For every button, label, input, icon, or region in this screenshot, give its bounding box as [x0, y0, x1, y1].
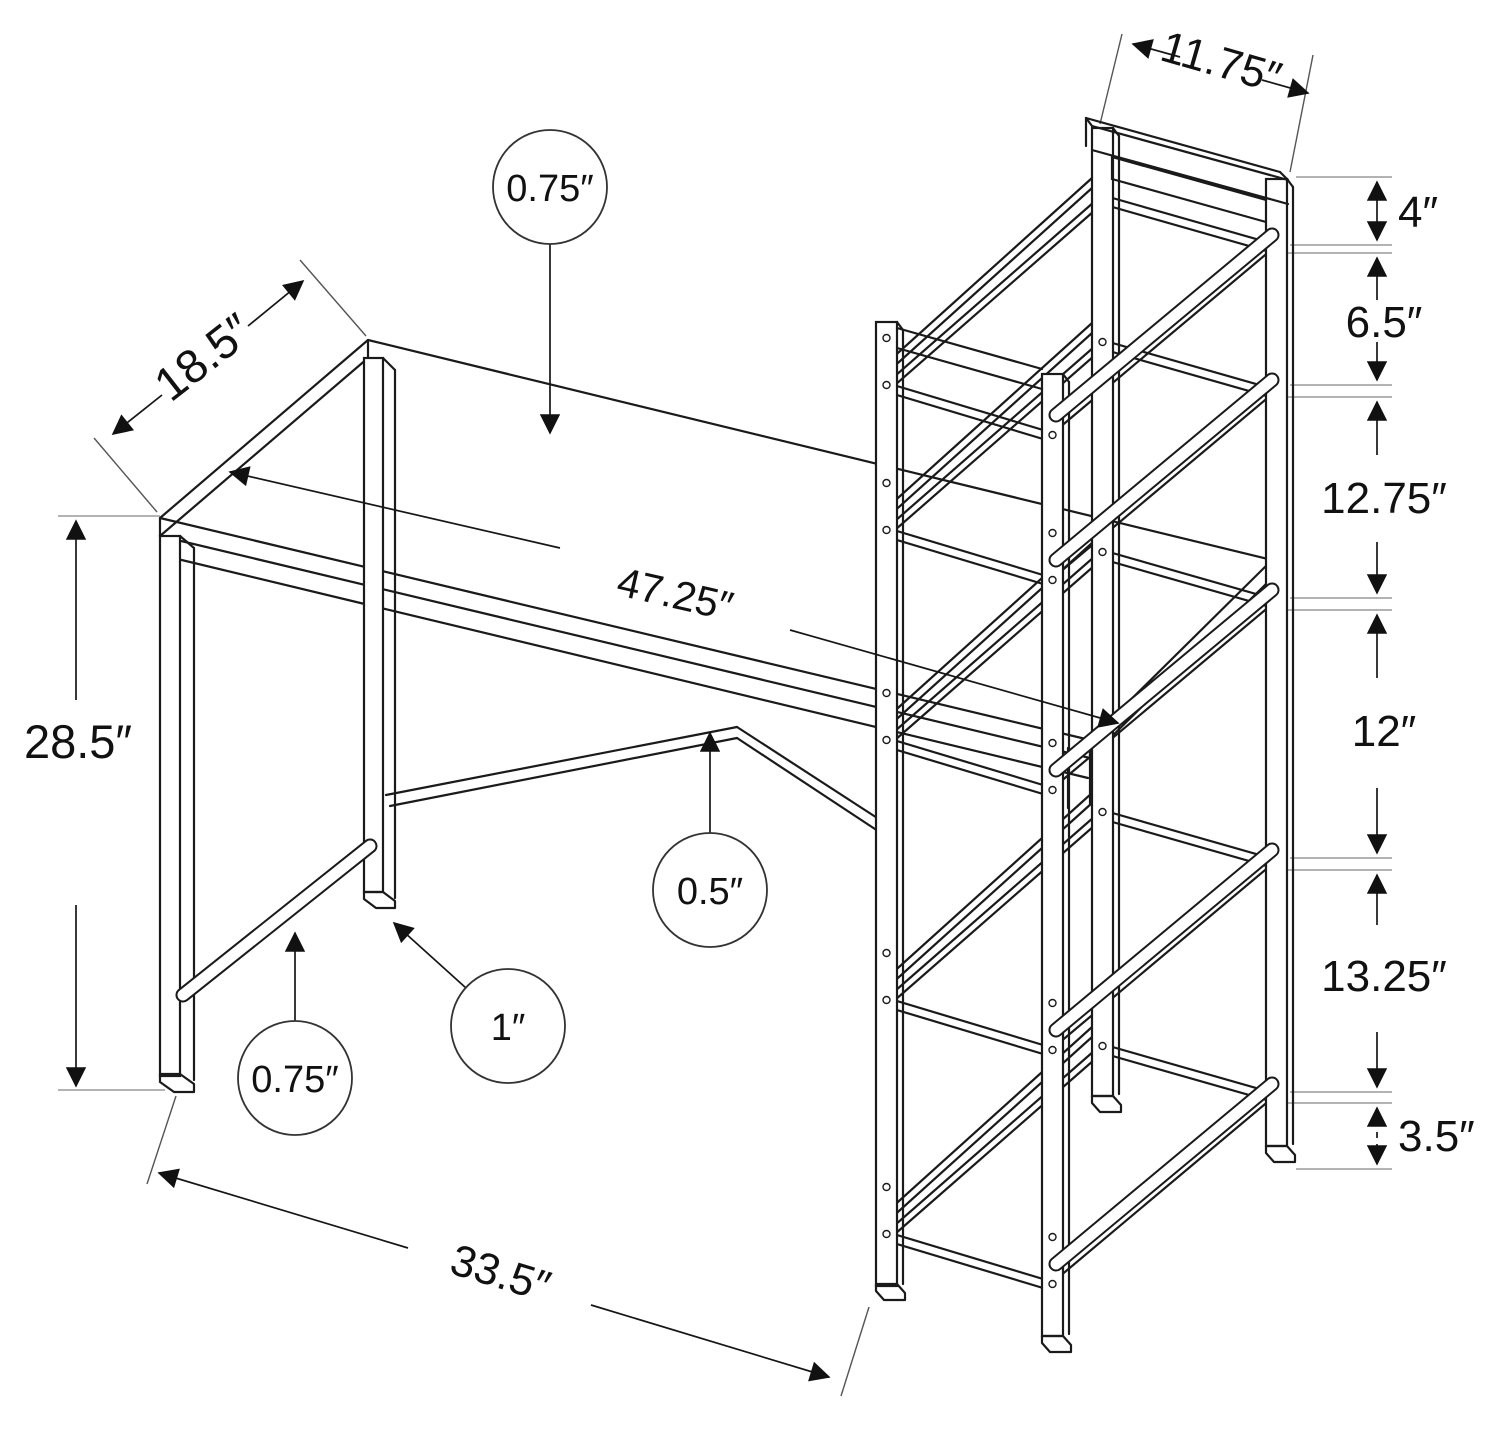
desk-top-bottom-edge — [158, 534, 1092, 760]
label-gap-shelf2: 12.75″ — [1321, 474, 1447, 523]
label-desk-height: 28.5″ — [24, 715, 132, 768]
dim-gap-shelf1: 6.5″ — [1346, 256, 1423, 382]
callout-circle — [652, 832, 768, 948]
label-desk-base-width: 33.5″ — [445, 1235, 556, 1311]
label-leg-thickness: 1″ — [491, 1007, 526, 1049]
dim-shelf-depth: 11.75″ — [1131, 22, 1310, 103]
callout-leg-thickness: 1″ — [392, 921, 566, 1084]
desk-back-leg-foot — [362, 890, 397, 910]
desk — [158, 338, 1274, 1094]
label-desk-width: 47.25″ — [613, 558, 737, 629]
label-gap-shelf4: 13.25″ — [1321, 952, 1447, 1001]
screw-holes — [882, 333, 1107, 1289]
dim-desk-height: 28.5″ — [24, 519, 132, 1088]
shelf-left-rails — [887, 167, 1104, 1222]
desk-front-leg — [158, 534, 182, 1078]
label-gap-shelf3: 12″ — [1352, 707, 1417, 756]
dim-gap-top: 4″ — [1366, 180, 1438, 242]
shelf-side-tubes — [1048, 227, 1280, 1272]
callout-circle — [450, 968, 566, 1084]
dim-gap-bottom: 3.5″ — [1366, 1106, 1475, 1166]
shelf-tower — [874, 116, 1297, 1354]
dim-desk-depth: 18.5″ — [111, 279, 305, 436]
callout-stretcher-thickness: 0.75″ — [237, 931, 353, 1136]
label-gap-shelf1: 6.5″ — [1346, 298, 1423, 347]
shelf-top-gallery — [1084, 116, 1290, 224]
callout-top-thickness: 0.75″ — [492, 129, 608, 435]
post-back-right — [1264, 177, 1289, 1148]
label-gap-top: 4″ — [1398, 188, 1438, 237]
callout-brace-thickness: 0.5″ — [652, 731, 768, 948]
post-back-left — [1090, 126, 1115, 1098]
desk-back-leg — [362, 356, 385, 894]
dim-gap-shelf3: 12″ — [1352, 613, 1417, 855]
label-shelf-depth: 11.75″ — [1156, 22, 1287, 103]
dim-desk-base-width: 33.5″ — [157, 1168, 831, 1382]
dimensions: 28.5″ 18.5″ 47.25″ 33.5″ 11.75″ — [24, 22, 1475, 1382]
label-brace-thickness: 0.5″ — [677, 871, 743, 913]
desk-front-leg-foot — [158, 1072, 196, 1094]
label-top-thickness: 0.75″ — [506, 168, 593, 210]
post-front-left — [874, 320, 899, 1288]
label-stretcher-thickness: 0.75″ — [251, 1059, 338, 1101]
desk-apron — [163, 554, 1090, 780]
label-gap-bottom: 3.5″ — [1398, 1112, 1475, 1161]
post-front-right — [1040, 372, 1065, 1338]
label-desk-depth: 18.5″ — [144, 303, 262, 411]
callout-circle — [237, 1020, 353, 1136]
dim-gap-shelf4: 13.25″ — [1321, 873, 1447, 1089]
dim-gap-shelf2: 12.75″ — [1321, 400, 1447, 595]
extension-lines — [58, 33, 1392, 1397]
callout-circle — [492, 129, 608, 245]
desk-v-brace — [384, 725, 890, 835]
